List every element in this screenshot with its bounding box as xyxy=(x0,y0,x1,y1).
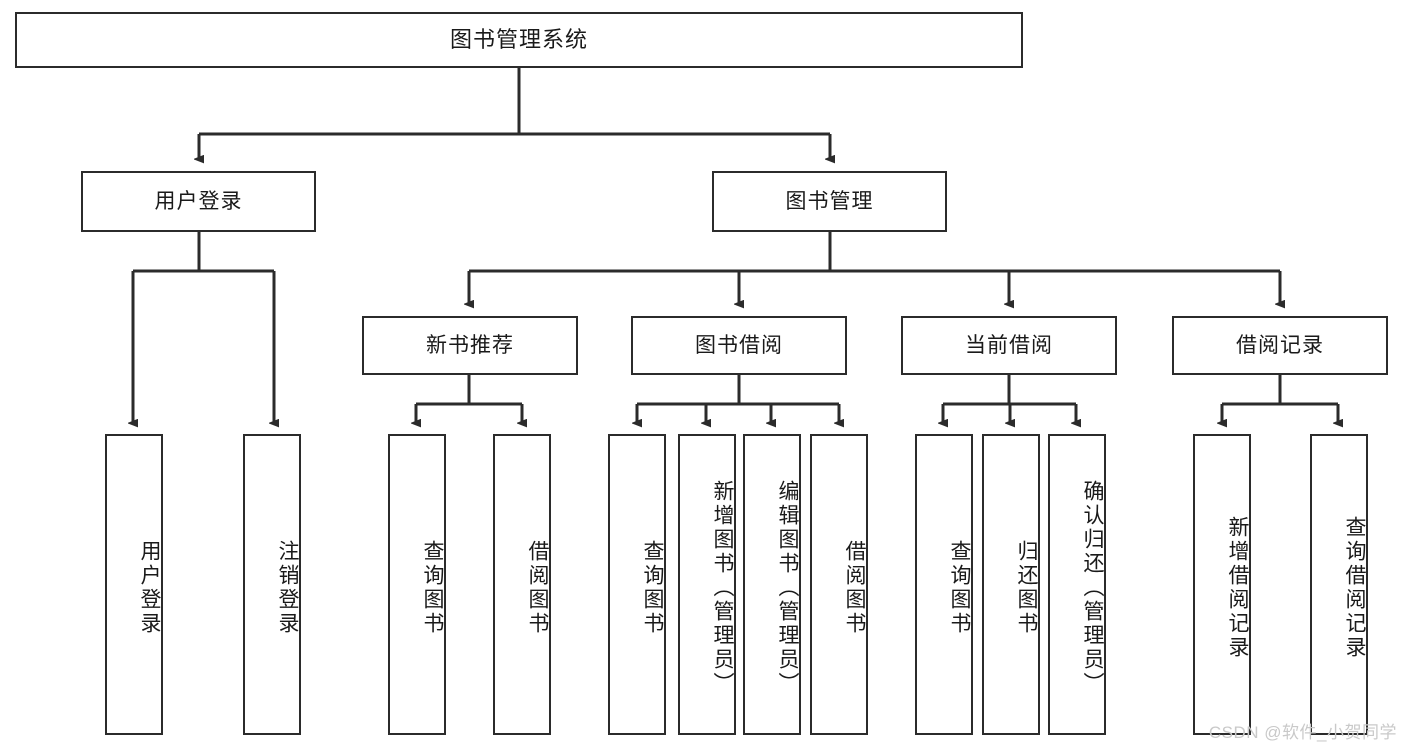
node-label: 查询图书 xyxy=(641,539,664,636)
node-label: 新书推荐 xyxy=(426,333,514,357)
leaf-add-book-admin[interactable]: 新增图书（管理员） xyxy=(678,434,736,735)
node-label: 图书管理 xyxy=(785,189,874,213)
node-label: 借阅图书 xyxy=(526,539,549,636)
node-book-borrow[interactable]: 图书借阅 xyxy=(631,316,847,375)
leaf-user-login[interactable]: 用户登录 xyxy=(105,434,163,735)
node-label: 查询借阅记录 xyxy=(1343,515,1366,660)
node-label: 用户登录 xyxy=(154,189,243,213)
node-book-management[interactable]: 图书管理 xyxy=(712,171,947,232)
node-label: 用户登录 xyxy=(138,539,161,636)
node-label: 查询图书 xyxy=(421,539,444,636)
leaf-borrow-book-borrow[interactable]: 借阅图书 xyxy=(810,434,868,735)
node-label: 图书借阅 xyxy=(695,333,783,357)
leaf-query-book-current[interactable]: 查询图书 xyxy=(915,434,973,735)
leaf-return-book[interactable]: 归还图书 xyxy=(982,434,1040,735)
node-label: 归还图书 xyxy=(1015,539,1038,636)
node-borrow-record[interactable]: 借阅记录 xyxy=(1172,316,1388,375)
node-label: 查询图书 xyxy=(948,539,971,636)
node-current-borrow[interactable]: 当前借阅 xyxy=(901,316,1117,375)
leaf-query-book-borrow[interactable]: 查询图书 xyxy=(608,434,666,735)
node-label: 新增图书（管理员） xyxy=(711,479,734,696)
node-label: 借阅图书 xyxy=(843,539,866,636)
node-user-login[interactable]: 用户登录 xyxy=(81,171,316,232)
node-new-book-recommend[interactable]: 新书推荐 xyxy=(362,316,578,375)
leaf-logout-login[interactable]: 注销登录 xyxy=(243,434,301,735)
leaf-add-borrow-record[interactable]: 新增借阅记录 xyxy=(1193,434,1251,735)
node-label: 图书管理系统 xyxy=(449,26,588,52)
leaf-query-borrow-record[interactable]: 查询借阅记录 xyxy=(1310,434,1368,735)
node-label: 借阅记录 xyxy=(1236,333,1324,357)
node-label: 编辑图书（管理员） xyxy=(776,479,799,696)
node-label: 确认归还（管理员） xyxy=(1081,479,1104,696)
leaf-borrow-book-new-rec[interactable]: 借阅图书 xyxy=(493,434,551,735)
node-label: 注销登录 xyxy=(276,539,299,636)
node-label: 当前借阅 xyxy=(965,333,1053,357)
leaf-query-book-new-rec[interactable]: 查询图书 xyxy=(388,434,446,735)
node-root-book-management-system[interactable]: 图书管理系统 xyxy=(15,12,1023,68)
leaf-confirm-return-admin[interactable]: 确认归还（管理员） xyxy=(1048,434,1106,735)
leaf-edit-book-admin[interactable]: 编辑图书（管理员） xyxy=(743,434,801,735)
csdn-watermark: CSDN @软件_小贺同学 xyxy=(1208,723,1397,742)
node-label: 新增借阅记录 xyxy=(1226,515,1249,660)
